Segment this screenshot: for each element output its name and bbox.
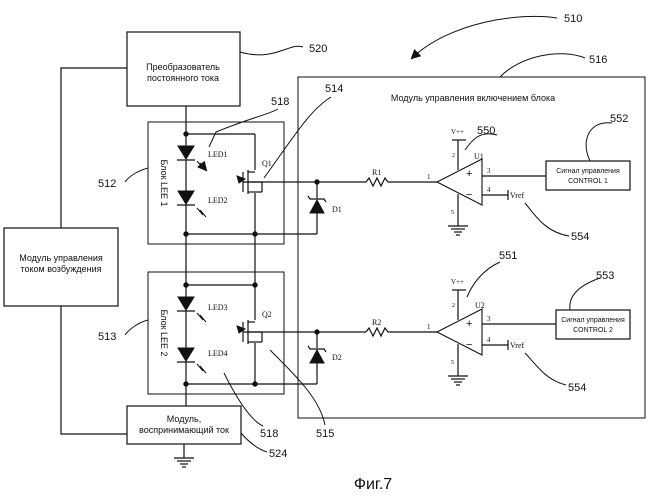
ref-515: 515 bbox=[316, 428, 334, 440]
ref-516: 516 bbox=[589, 54, 607, 66]
zener-d2: D2 bbox=[308, 332, 342, 384]
u1-ref: U1 bbox=[474, 152, 484, 161]
op-amp-u1: + − V++ 2 U1 5 3 4 Vref bbox=[437, 128, 546, 235]
current-sensor-label-2: воспринимающий ток bbox=[139, 425, 229, 435]
control-signal-1-label-1: Сигнал управления bbox=[556, 168, 620, 175]
u1-pin4: 4 bbox=[487, 186, 491, 194]
u2-vref: Vref bbox=[510, 341, 525, 350]
u2-pin4: 4 bbox=[487, 336, 491, 344]
q1-label: Q1 bbox=[262, 159, 272, 168]
u1-minus: − bbox=[466, 189, 472, 201]
ref-513: 513 bbox=[98, 331, 116, 343]
led-4: LED4 bbox=[177, 348, 228, 373]
u2-pin2: 2 bbox=[452, 303, 455, 309]
current-sensor-label-1: Модуль, bbox=[167, 414, 201, 424]
dc-converter-label-1: Преобразователь bbox=[146, 62, 220, 72]
led-4-label: LED4 bbox=[208, 349, 228, 358]
u1-pin3: 3 bbox=[487, 167, 491, 175]
ref-551: 551 bbox=[499, 250, 517, 262]
dc-converter-label-2: постоянного тока bbox=[147, 73, 219, 83]
u2-minus: − bbox=[466, 339, 472, 351]
lee-block-1-label: Блок LEE 1 bbox=[159, 159, 169, 206]
mosfet-q1: Q1 bbox=[237, 159, 317, 194]
d2-label: D2 bbox=[332, 353, 342, 362]
u2-pin3: 3 bbox=[487, 315, 491, 323]
d1-label: D1 bbox=[332, 205, 342, 214]
mosfet-q2: Q2 bbox=[237, 310, 317, 344]
led-2-label: LED2 bbox=[208, 196, 228, 205]
control-signal-2-label-1: Сигнал управления bbox=[561, 317, 625, 324]
u1-pin1: 1 bbox=[427, 173, 431, 181]
u1-pin5: 5 bbox=[451, 210, 454, 216]
ref-552: 552 bbox=[610, 113, 628, 125]
u1-pin2: 2 bbox=[452, 153, 455, 159]
led-3: LED3 bbox=[177, 297, 228, 322]
ref-510: 510 bbox=[564, 13, 582, 25]
u2-pin1: 1 bbox=[427, 323, 431, 331]
ref-554-top: 554 bbox=[571, 231, 589, 243]
led-string-wires bbox=[186, 106, 317, 406]
ref-518-top: 518 bbox=[271, 96, 289, 108]
ref-518-bottom: 518 bbox=[260, 428, 278, 440]
control-signal-1-box bbox=[546, 161, 630, 190]
current-control-label-1: Модуль управления bbox=[19, 253, 103, 263]
ref-524: 524 bbox=[269, 448, 287, 460]
ref-550: 550 bbox=[477, 125, 495, 137]
led-1: LED1 bbox=[177, 146, 228, 170]
ref-512: 512 bbox=[98, 178, 116, 190]
control-signal-2-label-2: CONTROL 2 bbox=[573, 327, 613, 334]
ref-554-bottom: 554 bbox=[568, 382, 586, 394]
lee-block-2-label: Блок LEE 2 bbox=[159, 309, 169, 356]
current-control-label-2: током возбуждения bbox=[20, 264, 101, 274]
u1-plus: + bbox=[466, 168, 472, 180]
resistor-r2: R2 1 bbox=[317, 318, 437, 336]
zener-d1: D1 bbox=[308, 182, 342, 234]
junction-dots bbox=[184, 132, 319, 386]
led-1-label: LED1 bbox=[208, 150, 228, 159]
u1-vref: Vref bbox=[510, 191, 525, 200]
op-amp-u2: + − V++ 2 U2 5 3 4 Vref bbox=[437, 278, 556, 385]
control-signal-1-label-2: CONTROL 1 bbox=[568, 178, 608, 185]
q2-label: Q2 bbox=[262, 310, 272, 319]
u2-plus: + bbox=[466, 318, 472, 330]
resistor-r1: R1 1 bbox=[317, 168, 437, 186]
u1-vcc: V++ bbox=[451, 128, 464, 136]
ref-553: 553 bbox=[596, 270, 614, 282]
led-2: LED2 bbox=[177, 191, 228, 217]
r1-label: R1 bbox=[372, 168, 381, 177]
block-switch-control-title: Модуль управления включением блока bbox=[391, 93, 555, 103]
u2-vcc: V++ bbox=[451, 278, 464, 286]
u2-pin5: 5 bbox=[451, 360, 454, 366]
r2-label: R2 bbox=[372, 318, 381, 327]
ground-symbol bbox=[174, 444, 194, 467]
ref-514: 514 bbox=[325, 83, 343, 95]
ref-520: 520 bbox=[309, 43, 327, 55]
led-3-label: LED3 bbox=[208, 303, 228, 312]
figure-caption: Фиг.7 bbox=[354, 476, 392, 493]
u2-ref: U2 bbox=[475, 301, 485, 310]
control-signal-2-box bbox=[556, 310, 630, 339]
